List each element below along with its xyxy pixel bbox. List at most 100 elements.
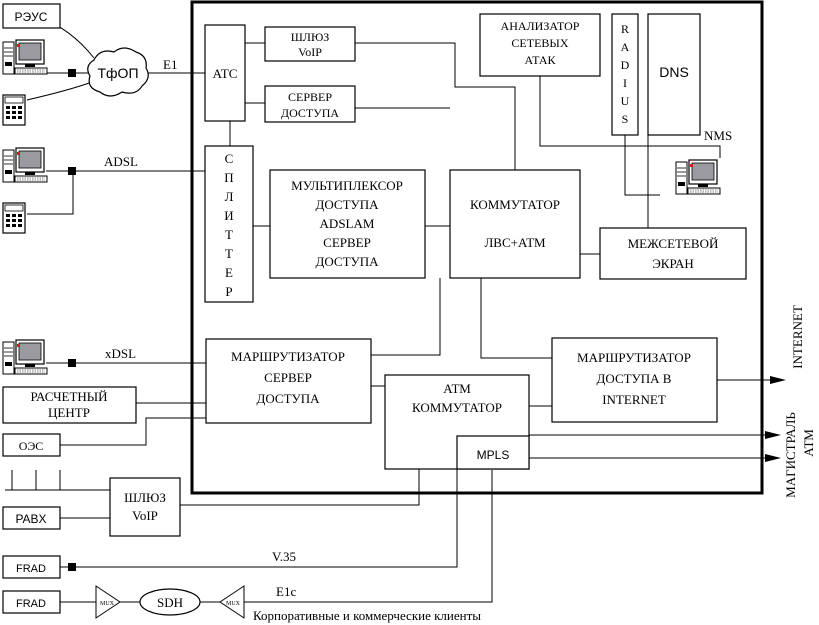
sdh-ellipse: SDH bbox=[139, 588, 201, 616]
link-v35-label: V.35 bbox=[272, 549, 296, 564]
splitter-letter-8: Р bbox=[225, 284, 232, 299]
radius-letter-2: A bbox=[621, 40, 630, 54]
atm-switch-line-2: КОММУТАТОР bbox=[412, 400, 502, 415]
workstation-nms bbox=[675, 159, 721, 195]
switch-line-2: ЛВС+АТМ bbox=[484, 235, 546, 250]
workstation-2 bbox=[2, 147, 48, 183]
settlement-center-line-2: ЦЕНТР bbox=[48, 405, 90, 420]
pabx-label: PABX bbox=[15, 512, 46, 526]
attack-analyzer-line-3: АТАК bbox=[524, 53, 556, 67]
firewall-line-2: ЭКРАН bbox=[652, 256, 694, 271]
splitter-letter-5: Т bbox=[225, 227, 233, 242]
workstation-3 bbox=[2, 339, 48, 375]
oes-block: ОЭС bbox=[2, 433, 61, 457]
router-line-3: ДОСТУПА bbox=[256, 391, 320, 406]
ats-block: АТС bbox=[204, 24, 246, 122]
attack-analyzer-block: АНАЛИЗАТОР СЕТЕВЫХ АТАК bbox=[479, 13, 601, 77]
frad-top-label: FRAD bbox=[16, 563, 46, 575]
connector-dots bbox=[68, 69, 76, 571]
reus-label: РЭУС bbox=[15, 10, 48, 24]
atm-backbone-label-2: АТМ bbox=[801, 429, 816, 457]
splitter-letter-1: С bbox=[225, 151, 234, 166]
link-e1-label: E1 bbox=[163, 57, 177, 72]
tfop-cloud: ТфОП bbox=[87, 47, 149, 97]
attack-analyzer-line-1: АНАЛИЗАТОР bbox=[501, 19, 580, 33]
firewall-block: МЕЖСЕТЕВОЙ ЭКРАН bbox=[599, 227, 747, 280]
mpls-label: MPLS bbox=[477, 448, 510, 462]
multiplexer-line-4: СЕРВЕР bbox=[323, 235, 371, 250]
radius-letter-3: D bbox=[621, 58, 630, 72]
multiplexer-line-3: ADSLAM bbox=[320, 216, 375, 231]
gateway-line-1: ШЛЮЗ bbox=[291, 30, 330, 44]
sdh-label: SDH bbox=[157, 595, 183, 610]
splitter-block: С П Л И Т Т Е Р bbox=[204, 145, 254, 303]
dns-block: DNS bbox=[647, 13, 701, 136]
telephone-2 bbox=[2, 202, 26, 234]
internet-router-line-2: ДОСТУПА В bbox=[597, 371, 672, 386]
workstation-1 bbox=[2, 39, 48, 75]
internet-router-line-3: INTERNET bbox=[602, 392, 666, 407]
radius-block: R A D I U S bbox=[611, 13, 639, 136]
atm-switch-line-1: АТМ bbox=[443, 381, 471, 396]
gateway-outside-line-1: ШЛЮЗ bbox=[124, 490, 166, 505]
telephone-1 bbox=[2, 94, 26, 126]
splitter-letter-3: Л bbox=[225, 189, 234, 204]
mux-triangle-icon bbox=[219, 585, 245, 619]
multiplexer-line-1: МУЛЬТИПЛЕКСОР bbox=[291, 178, 403, 193]
pabx-block: PABX bbox=[2, 506, 61, 530]
mpls-block: MPLS bbox=[456, 435, 530, 470]
tfop-label: ТфОП bbox=[97, 65, 138, 81]
splitter-letter-7: Е bbox=[225, 265, 233, 280]
link-e1c-label: E1c bbox=[276, 584, 296, 599]
router-access-server-block: МАРШРУТИЗАТОР СЕРВЕР ДОСТУПА bbox=[205, 338, 372, 424]
mux-left: MUX bbox=[95, 585, 121, 619]
switch-block: КОММУТАТОР ЛВС+АТМ bbox=[449, 169, 581, 279]
mux-right: MUX bbox=[219, 585, 245, 619]
multiplexer-line-5: ДОСТУПА bbox=[315, 254, 379, 269]
workstation-icon bbox=[2, 39, 48, 75]
frad-bottom-label: FRAD bbox=[16, 598, 46, 610]
workstation-icon bbox=[2, 147, 48, 183]
access-server-line-1: СЕРВЕР bbox=[288, 90, 332, 104]
radius-letter-6: S bbox=[622, 112, 629, 126]
attack-analyzer-line-2: СЕТЕВЫХ bbox=[511, 36, 568, 50]
router-line-1: МАРШРУТИЗАТОР bbox=[231, 349, 345, 364]
oes-label: ОЭС bbox=[19, 439, 44, 453]
splitter-letter-2: П bbox=[224, 170, 233, 185]
settlement-center-block: РАСЧЕТНЫЙ ЦЕНТР bbox=[2, 386, 137, 424]
footer-caption: Корпоративные и коммерческие клиенты bbox=[253, 608, 481, 623]
mux-right-label: MUX bbox=[226, 601, 241, 607]
gateway-voip-outside: ШЛЮЗ VoIP bbox=[109, 477, 181, 537]
radius-letter-5: U bbox=[621, 94, 630, 108]
firewall-line-1: МЕЖСЕТЕВОЙ bbox=[628, 236, 719, 251]
multiplexer-block: МУЛЬТИПЛЕКСОР ДОСТУПА ADSLAM СЕРВЕР ДОСТ… bbox=[269, 169, 426, 279]
reus-block: РЭУС bbox=[2, 3, 61, 29]
workstation-icon bbox=[2, 339, 48, 375]
internet-output-label: INTERNET bbox=[790, 305, 805, 369]
access-server-line-2: ДОСТУПА bbox=[281, 106, 339, 120]
dns-label: DNS bbox=[659, 64, 689, 80]
telephone-icon bbox=[2, 202, 26, 234]
multiplexer-line-2: ДОСТУПА bbox=[315, 197, 379, 212]
radius-letter-1: R bbox=[621, 22, 629, 36]
router-line-2: СЕРВЕР bbox=[264, 370, 312, 385]
radius-letter-4: I bbox=[623, 76, 627, 90]
gateway-voip-block: ШЛЮЗ VoIP bbox=[264, 26, 356, 62]
splitter-letter-4: И bbox=[224, 208, 233, 223]
gateway-outside-line-2: VoIP bbox=[132, 508, 158, 523]
link-nms-label: NMS bbox=[704, 128, 732, 143]
internet-router-line-1: МАРШРУТИЗАТОР bbox=[577, 350, 691, 365]
access-server-block: СЕРВЕР ДОСТУПА bbox=[264, 85, 356, 123]
output-arrows bbox=[529, 376, 786, 462]
internet-router-block: МАРШРУТИЗАТОР ДОСТУПА В INTERNET bbox=[551, 337, 718, 423]
connection-lines bbox=[5, 17, 721, 603]
frad-top-block: FRAD bbox=[2, 555, 61, 579]
mux-triangle-icon bbox=[95, 585, 121, 619]
settlement-center-line-1: РАСЧЕТНЫЙ bbox=[30, 389, 107, 404]
link-adsl-label: ADSL bbox=[104, 154, 138, 169]
atm-backbone-label-1: МАГИСТРАЛЬ bbox=[783, 412, 798, 498]
splitter-letter-6: Т bbox=[225, 246, 233, 261]
ats-label: АТС bbox=[213, 66, 238, 81]
frad-bottom-block: FRAD bbox=[2, 590, 61, 614]
